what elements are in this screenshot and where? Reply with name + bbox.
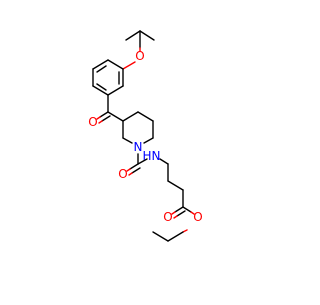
- ester-carbonyl-oxygen-label: O: [163, 210, 172, 224]
- bond: [159, 158, 169, 165]
- bond: [107, 85, 124, 96]
- bond: [122, 61, 136, 70]
- molecule-structure: O O N O H N O O: [88, 30, 203, 242]
- bond: [92, 85, 109, 96]
- bond: [98, 120, 103, 124]
- bond: [107, 111, 124, 122]
- bond: [131, 167, 141, 174]
- bond: [122, 137, 133, 144]
- bond: [137, 111, 154, 122]
- bond: [143, 137, 154, 144]
- ester-oxygen-label: O: [193, 210, 202, 224]
- bond: [190, 211, 195, 215]
- bond: [107, 59, 124, 70]
- bond: [96, 65, 107, 73]
- bond: [152, 231, 169, 242]
- amide-nitrogen-label: N: [152, 149, 161, 163]
- ether-oxygen-label: O: [135, 49, 144, 63]
- bond-lines: [92, 30, 195, 242]
- bond: [122, 111, 139, 122]
- bond: [128, 172, 133, 176]
- bond: [171, 211, 176, 215]
- bond: [173, 215, 178, 219]
- atom-labels: O O N O H N O O: [88, 49, 202, 224]
- bond: [137, 158, 148, 165]
- bond: [99, 111, 109, 118]
- ketone-oxygen-label: O: [88, 115, 97, 129]
- bond: [92, 59, 109, 70]
- ring-nitrogen-label: N: [134, 140, 143, 154]
- bond: [96, 83, 107, 91]
- bond: [125, 30, 141, 41]
- bond: [139, 30, 155, 41]
- bond: [174, 206, 184, 213]
- bond: [182, 206, 192, 213]
- structure-canvas: O O N O H N O O: [88, 30, 203, 242]
- bond: [96, 116, 101, 120]
- bond: [176, 210, 186, 217]
- carbamoyl-oxygen-label: O: [118, 167, 127, 181]
- bond: [101, 115, 111, 122]
- bond: [167, 231, 184, 242]
- amide-hydrogen-label: H: [142, 149, 151, 163]
- bond: [167, 180, 184, 191]
- bond: [129, 163, 139, 170]
- bond: [182, 229, 188, 233]
- bond: [126, 168, 131, 172]
